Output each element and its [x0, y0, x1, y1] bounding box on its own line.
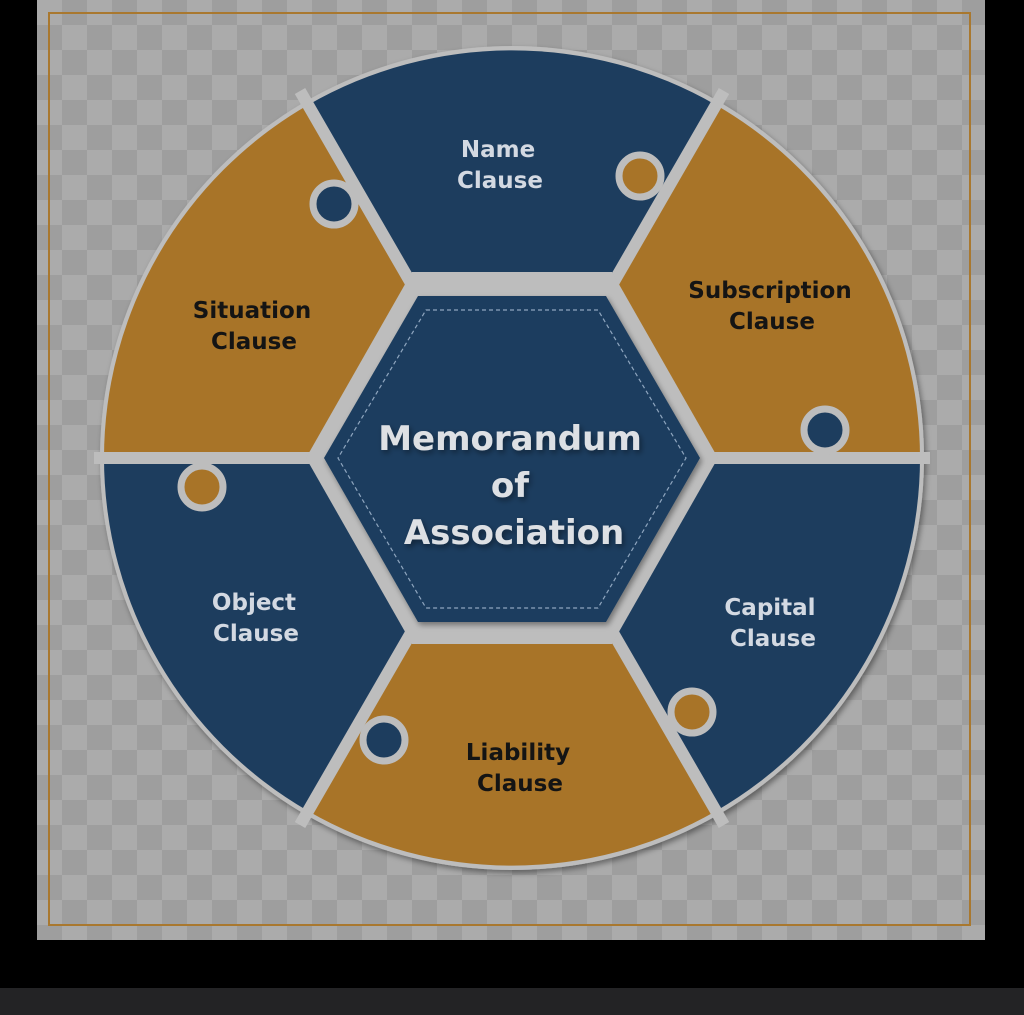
center-hexagon-dashed-outline [337, 309, 687, 609]
bottom-bar [0, 988, 1024, 1015]
center-title-line3: Association [404, 513, 624, 553]
segment-liability [308, 458, 716, 866]
segment-name [308, 50, 716, 458]
liability-clause-label-2: Clause [477, 771, 563, 797]
subscription-clause-label-2: Clause [729, 309, 815, 335]
center-title-line1: Memorandum [378, 419, 642, 459]
center-hexagon [324, 296, 700, 622]
puzzle-knobs [177, 151, 850, 765]
center-title-line2: of [491, 466, 530, 506]
liability-clause-label: Liability [466, 740, 570, 766]
object-clause-label-2: Clause [213, 621, 299, 647]
capital-clause-label: Capital [724, 595, 815, 621]
capital-clause-label-2: Clause [730, 626, 816, 652]
name-clause-label-2: Clause [457, 168, 543, 194]
object-clause-label: Object [212, 590, 296, 616]
subscription-clause-label: Subscription [688, 278, 851, 304]
situation-clause-label-2: Clause [211, 329, 297, 355]
name-clause-label: Name [461, 137, 535, 163]
gold-frame [48, 12, 971, 926]
situation-clause-label: Situation [193, 298, 311, 324]
